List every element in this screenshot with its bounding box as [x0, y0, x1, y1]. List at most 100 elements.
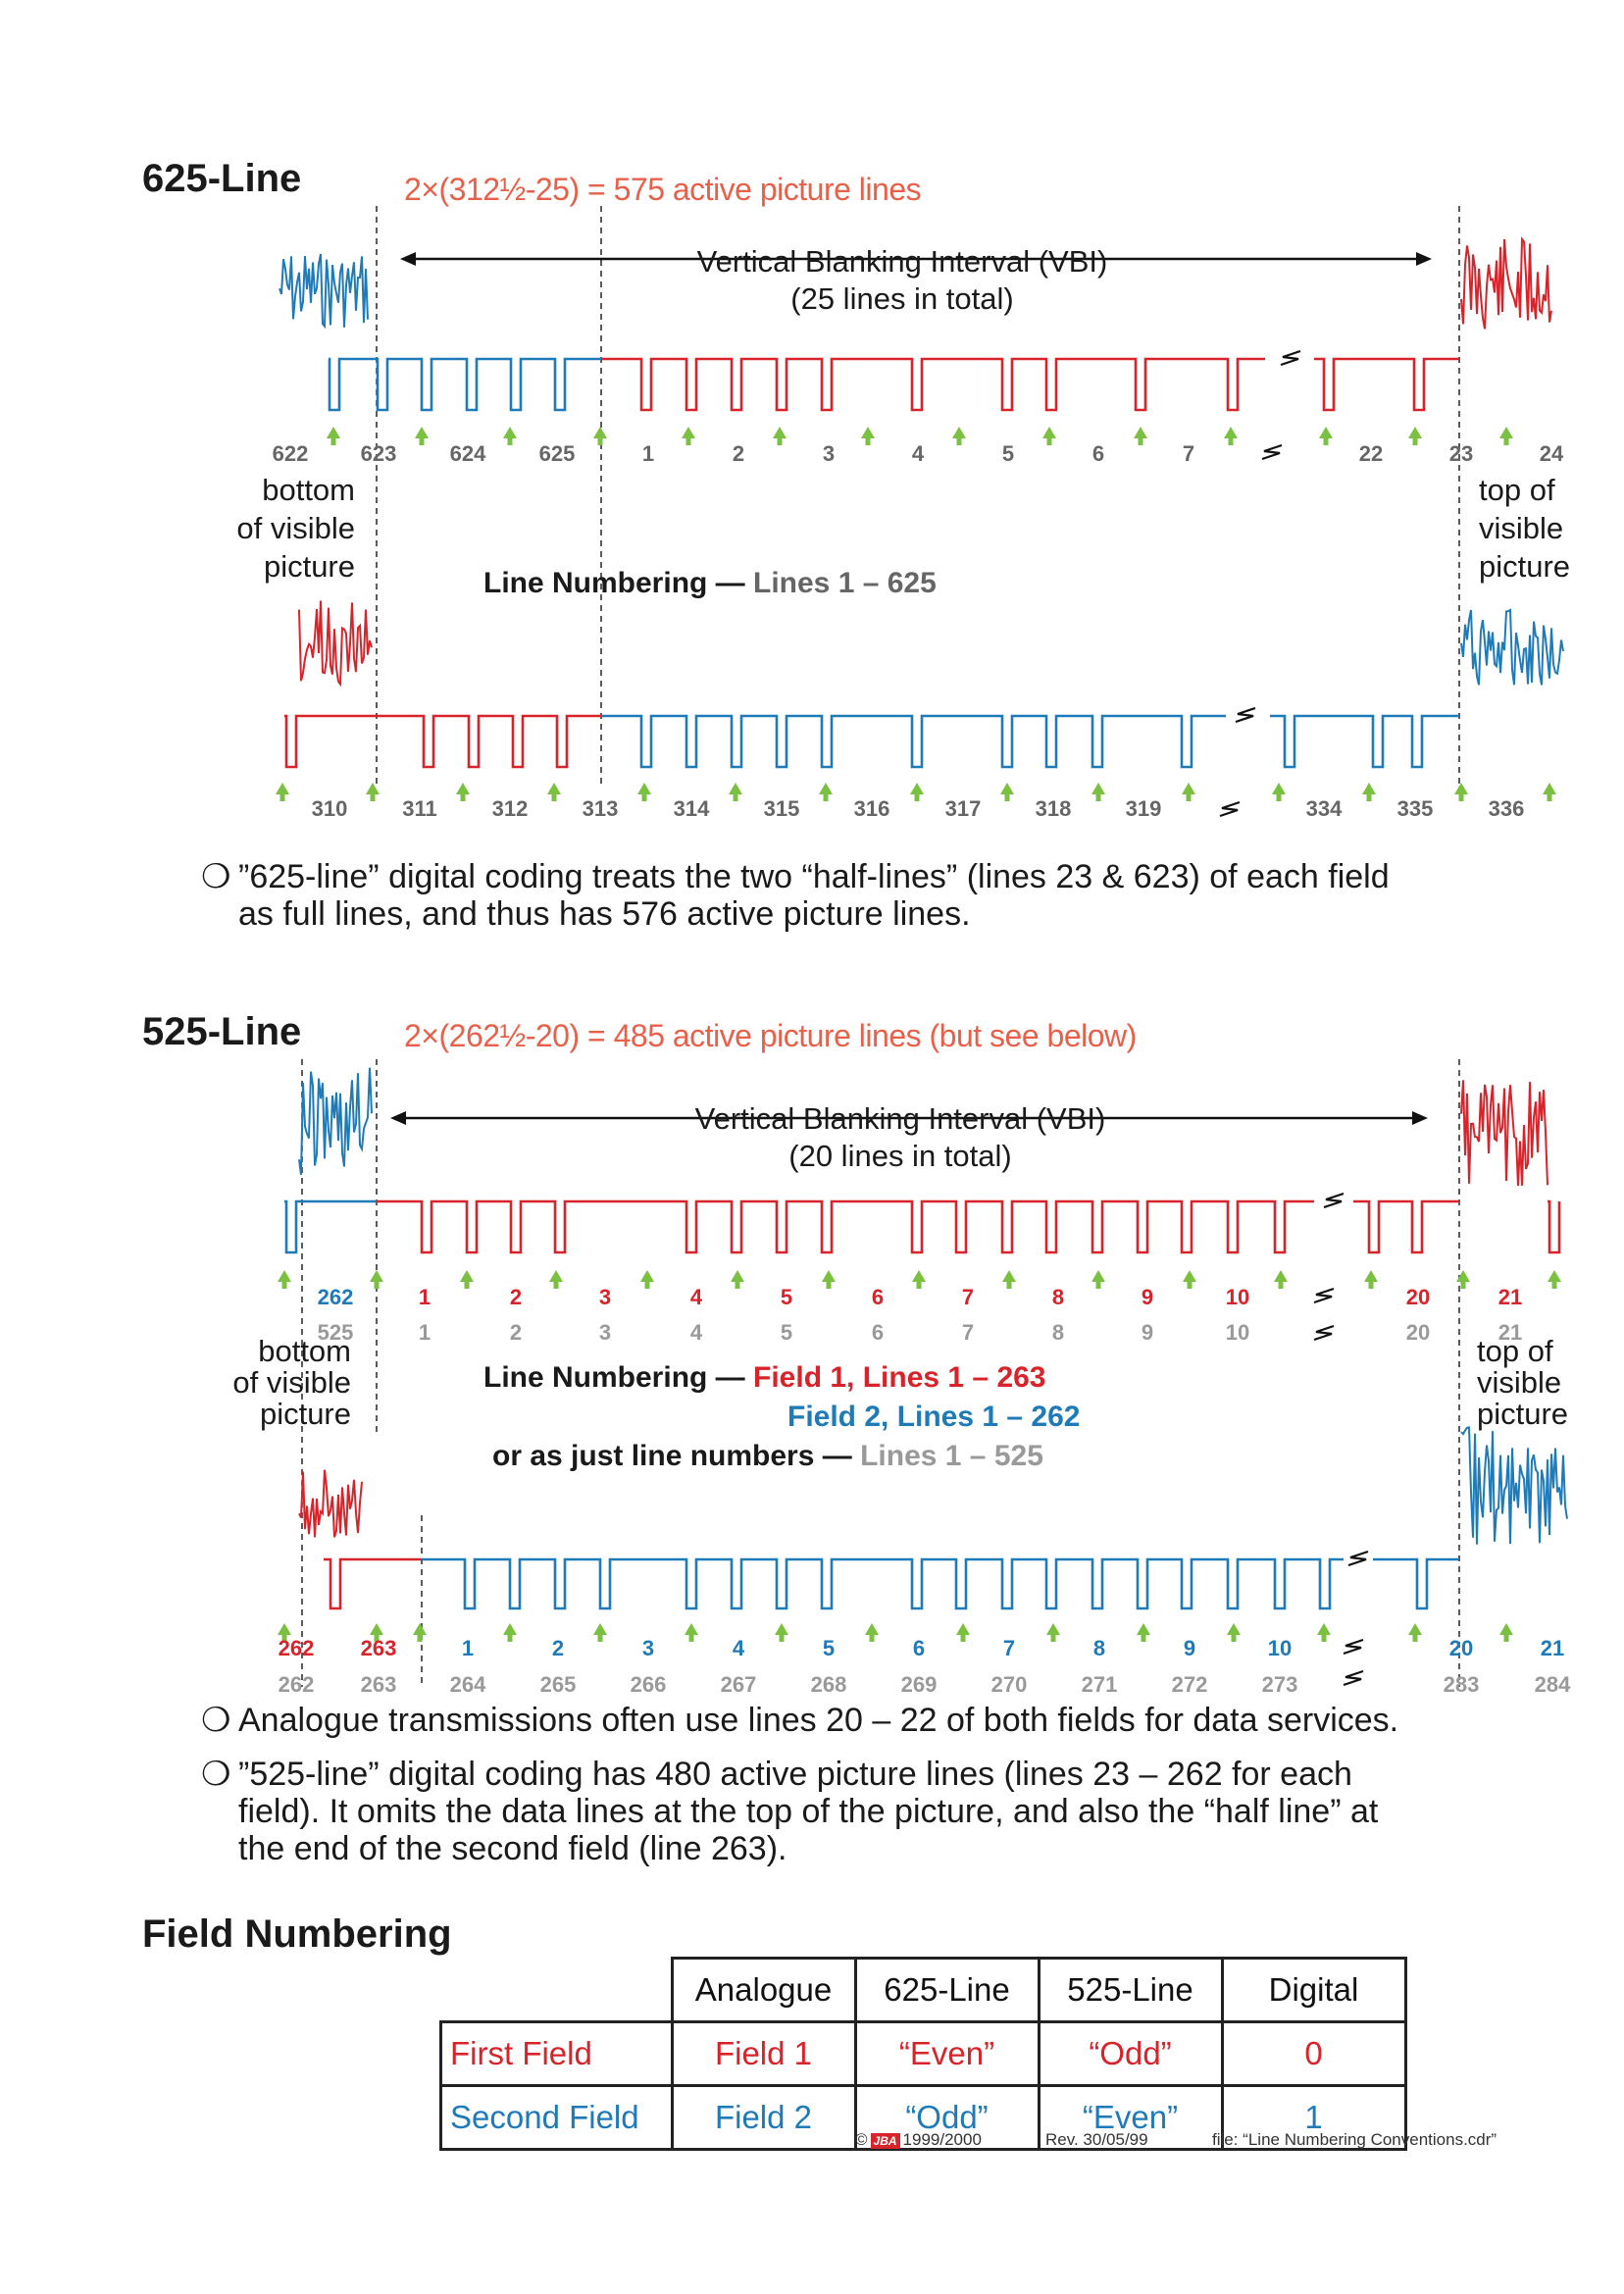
line-number-label: 271: [1081, 1672, 1118, 1697]
sync-arrow-icon: [366, 783, 380, 801]
sync-pulse-train: [1548, 1199, 1561, 1254]
line-number-label: 2: [509, 1320, 523, 1345]
note-525-data-services: ❍ Analogue transmissions often use lines…: [201, 1702, 1399, 1739]
line-number-label: 8: [1051, 1285, 1065, 1309]
line-number-label: 1: [641, 441, 655, 466]
line-number-label: 262: [278, 1672, 315, 1697]
sync-arrow-icon: [1364, 1270, 1378, 1289]
row-header: Second Field: [439, 2084, 674, 2151]
line-number-label: 312: [491, 796, 529, 821]
line-number-label: 1: [461, 1636, 475, 1660]
line-number-label: 273: [1261, 1672, 1298, 1697]
section-title-525: 525-Line: [142, 1010, 302, 1053]
bullet-icon: ❍: [201, 858, 231, 895]
sync-arrow-icon: [1408, 427, 1422, 445]
line-number-label: 6: [871, 1320, 885, 1345]
line-number-label: 1: [418, 1320, 431, 1345]
line-number-label: 263: [360, 1636, 397, 1660]
sync-arrow-icon: [547, 783, 561, 801]
line-number-label: 266: [630, 1672, 667, 1697]
line-number-label: 1: [418, 1285, 431, 1309]
video-signal-red: [1460, 236, 1552, 330]
sync-arrow-icon: [1227, 1623, 1241, 1642]
line-number-label: 20: [1405, 1320, 1431, 1345]
line-number-label: 2: [509, 1285, 523, 1309]
sync-arrow-icon: [1274, 1270, 1288, 1289]
line-number-label: 623: [360, 441, 397, 466]
jba-logo: JBA: [870, 2133, 900, 2149]
sync-arrow-icon: [1543, 783, 1556, 801]
footer-filename: file: “Line Numbering Conventions.cdr”: [1212, 2130, 1497, 2149]
sync-arrow-icon: [731, 1270, 744, 1289]
sync-arrow-icon: [1408, 1623, 1422, 1642]
sync-pulse-train: [1270, 714, 1459, 769]
vbi-count: (20 lines in total): [788, 1139, 1012, 1173]
sync-arrow-icon: [327, 427, 340, 445]
line-number-label: 272: [1171, 1672, 1208, 1697]
line-number-label: 336: [1488, 796, 1525, 821]
break-icon: [1261, 443, 1283, 461]
sync-pulse-train: [1373, 1557, 1459, 1610]
top-of-picture-label-625: top of visible picture: [1479, 473, 1571, 584]
line-number-label: 3: [641, 1636, 655, 1660]
sync-arrow-icon: [861, 427, 875, 445]
sync-arrow-icon: [865, 1623, 879, 1642]
table-cell: Field 2: [670, 2084, 857, 2151]
line-number-label: 5: [1001, 441, 1015, 466]
sync-arrow-icon: [640, 1270, 654, 1289]
table-header-row: Analogue 625-Line 525-Line Digital: [440, 1957, 1407, 2023]
sync-arrow-icon: [456, 783, 470, 801]
line-numbering-525: Line Numbering — Field 1, Lines 1 – 263 …: [483, 1358, 1080, 1476]
sync-arrow-icon: [952, 427, 966, 445]
top-of-picture-label-525: top of visible picture: [1477, 1334, 1569, 1431]
sync-arrow-icon: [1046, 1623, 1060, 1642]
arrow-right-icon: [1412, 1111, 1428, 1125]
table-row: First Field Field 1 “Even” “Odd” 0: [439, 2020, 1407, 2087]
line-number-label: 21: [1497, 1285, 1523, 1309]
sync-arrow-icon: [278, 1270, 291, 1289]
sync-arrow-icon: [1091, 783, 1105, 801]
sync-arrow-icon: [1182, 783, 1195, 801]
sync-pulse-train: [1314, 357, 1459, 412]
sync-pulse-train: [377, 1199, 1314, 1254]
line-number-label: 6: [871, 1285, 885, 1309]
sync-arrow-icon: [370, 1270, 383, 1289]
sync-arrow-icon: [593, 427, 607, 445]
line-number-label: 5: [780, 1320, 793, 1345]
arrow-left-icon: [400, 252, 416, 266]
sync-arrow-icon: [1272, 783, 1286, 801]
line-number-label: 314: [673, 796, 710, 821]
line-number-label: 311: [402, 796, 437, 821]
line-number-label: 5: [822, 1636, 836, 1660]
line-number-label: 7: [961, 1320, 975, 1345]
table-cell: “Odd”: [853, 2084, 1040, 2151]
sync-arrow-icon: [1042, 427, 1056, 445]
break-icon: [1235, 706, 1256, 724]
video-signal-red: [1460, 1080, 1548, 1187]
sync-arrow-icon: [415, 427, 429, 445]
arrow-right-icon: [1416, 252, 1432, 266]
line-number-label: 313: [582, 796, 619, 821]
sync-arrow-icon: [682, 427, 695, 445]
column-header: 525-Line: [1037, 1957, 1224, 2023]
arrow-left-icon: [390, 1111, 406, 1125]
table-cell: “Even”: [853, 2020, 1040, 2087]
line-number-label: 267: [720, 1672, 757, 1697]
line-number-label: 283: [1443, 1672, 1480, 1697]
vbi-title: Vertical Blanking Interval (VBI): [696, 244, 1108, 279]
sync-arrow-icon: [956, 1623, 970, 1642]
line-number-label: 319: [1125, 796, 1162, 821]
line-number-label: 7: [961, 1285, 975, 1309]
sync-pulse-train: [376, 357, 601, 412]
line-number-label: 265: [539, 1672, 577, 1697]
line-number-label: 8: [1051, 1320, 1065, 1345]
line-number-label: 20: [1405, 1285, 1431, 1309]
sync-arrow-icon: [413, 1623, 427, 1642]
sync-arrow-icon: [1319, 427, 1333, 445]
sync-arrow-icon: [1499, 1623, 1513, 1642]
line-number-label: 3: [598, 1320, 612, 1345]
line-number-label: 3: [822, 441, 836, 466]
formula-525: 2×(262½-20) = 485 active picture lines (…: [404, 1018, 1137, 1053]
line-number-label: 7: [1002, 1636, 1016, 1660]
